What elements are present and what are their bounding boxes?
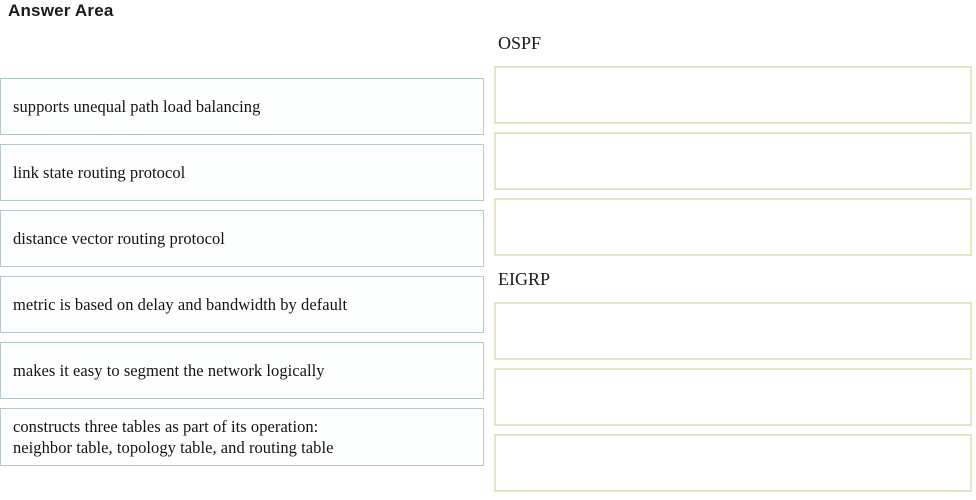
dropzone-eigrp-3[interactable] xyxy=(494,434,972,492)
answer-option-tile[interactable]: supports unequal path load balancing xyxy=(0,78,484,135)
answer-option-tile[interactable]: constructs three tables as part of its o… xyxy=(0,408,484,466)
dropzone-ospf-3[interactable] xyxy=(494,198,972,256)
dropzone-group-eigrp xyxy=(494,302,972,500)
dropzone-ospf-1[interactable] xyxy=(494,66,972,124)
dropzone-group-ospf xyxy=(494,66,972,264)
answer-option-label: supports unequal path load balancing xyxy=(13,97,261,116)
answer-option-tile[interactable]: metric is based on delay and bandwidth b… xyxy=(0,276,484,333)
category-heading-eigrp: EIGRP xyxy=(498,269,551,289)
answer-option-label: link state routing protocol xyxy=(13,163,186,182)
answer-option-label: constructs three tables as part of its o… xyxy=(13,417,334,457)
answer-option-label: metric is based on delay and bandwidth b… xyxy=(13,295,348,314)
dropzone-eigrp-1[interactable] xyxy=(494,302,972,360)
answer-option-tile[interactable]: link state routing protocol xyxy=(0,144,484,201)
page-title: Answer Area xyxy=(8,1,114,20)
answer-options-list: supports unequal path load balancing lin… xyxy=(0,78,484,475)
dropzone-eigrp-2[interactable] xyxy=(494,368,972,426)
answer-option-label: makes it easy to segment the network log… xyxy=(13,361,325,380)
answer-option-tile[interactable]: makes it easy to segment the network log… xyxy=(0,342,484,399)
answer-option-tile[interactable]: distance vector routing protocol xyxy=(0,210,484,267)
category-heading-ospf: OSPF xyxy=(498,33,542,53)
dropzone-ospf-2[interactable] xyxy=(494,132,972,190)
answer-option-label: distance vector routing protocol xyxy=(13,229,225,248)
